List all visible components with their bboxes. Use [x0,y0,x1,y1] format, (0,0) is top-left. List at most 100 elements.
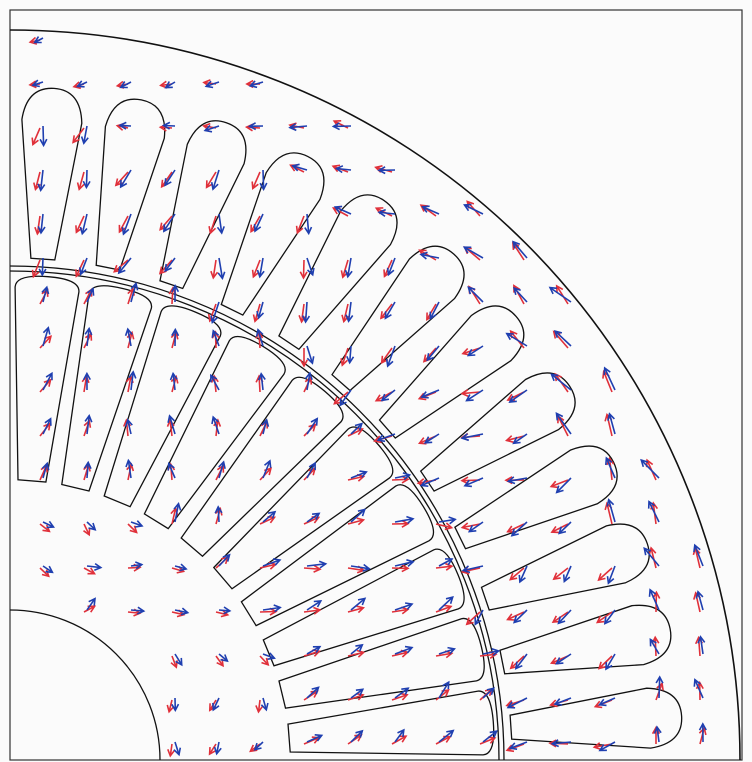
vector-shaft [83,289,93,305]
vector-shaft [506,743,525,752]
flux-vector-b [605,653,616,671]
vector-shaft [81,213,88,234]
flux-vector-b [350,643,364,655]
vector-shaft [438,648,455,655]
vector-head [339,398,347,407]
vector-shaft [306,686,320,699]
vector-head [695,590,704,599]
flux-vector-b [125,458,134,479]
vector-head [697,635,706,644]
vector-shaft [306,563,326,567]
flux-vector-b [37,213,46,235]
vector-shaft [130,609,144,612]
vector-shaft [348,345,352,363]
flux-vector-b [438,680,450,699]
vector-head [216,658,224,668]
vector-head [652,590,661,599]
vector-shaft [435,689,449,701]
flux-vector-b [42,520,56,529]
vector-shaft [42,565,53,573]
vector-head [592,742,602,751]
flux-vector-b [555,653,572,665]
flux-vector-b [512,433,528,445]
vector-shaft [127,328,132,347]
flux-vector-b [385,345,396,368]
vector-head [312,645,322,654]
vector-head [210,373,218,383]
vector-shaft [262,419,268,435]
vector-shaft [163,213,176,232]
vector-shaft [551,523,569,533]
flux-vector-b [394,472,412,481]
flux-vector-b [84,326,93,347]
vector-shaft [391,735,407,745]
vector-shaft [550,479,569,488]
flux-vector-b [171,327,180,347]
vector-head [552,572,561,581]
vector-shaft [262,653,275,659]
vector-head [512,436,521,445]
vector-head [39,138,48,148]
flux-vector-a [39,335,53,349]
vector-shaft [336,167,352,171]
vector-head [357,597,367,606]
vector-shaft [306,462,316,479]
flux-vector-a [208,215,217,235]
flux-vector-b [467,521,484,533]
vector-head [603,366,611,376]
flux-vector-a [303,606,322,615]
flux-vector-b [597,697,616,707]
flux-vector-a [549,479,569,489]
flux-vector-a [83,523,91,537]
vector-shaft [607,499,616,523]
flux-vector-b [647,500,660,523]
flux-vector-b [171,284,180,303]
vector-shaft [252,171,261,189]
vector-shaft [218,213,223,234]
flux-vector-b [253,741,264,751]
vector-head [606,576,615,585]
vector-shaft [347,734,362,745]
vector-shaft [342,259,349,278]
vector-head [346,355,355,365]
vector-head [248,80,258,89]
vector-shaft [386,345,396,367]
flux-vector-a [340,347,349,367]
flux-vector-b [482,687,495,699]
rotor-slot [262,548,465,667]
rotor-slot [240,484,435,627]
vector-head [398,735,408,743]
vector-head [648,546,657,556]
vector-shaft [421,389,440,398]
vector-head [508,395,517,403]
stator-slot [159,120,247,290]
flux-vector-b [514,653,528,670]
flux-vector-b [86,287,95,303]
vector-head [374,394,384,402]
vector-head [401,564,410,573]
flux-vector-a [509,567,525,581]
vector-shaft [259,516,275,525]
vector-head [313,606,322,615]
vector-shaft [83,567,95,575]
vector-shaft [394,603,413,611]
flux-vector-a [303,564,322,573]
vector-shaft [606,503,613,525]
rotor-surface-line [10,270,500,760]
flux-vector-b [218,606,232,615]
vector-shaft [426,303,437,320]
vector-head [210,182,219,191]
vector-head [261,657,270,667]
flux-vector-b [648,588,660,611]
vector-shaft [86,598,96,611]
vector-head [465,394,474,402]
vector-shaft [438,558,453,567]
flux-vector-b [174,607,190,616]
vector-shaft [438,681,450,699]
flux-vector-b [386,257,396,277]
vector-head [693,543,701,553]
vector-head [640,458,649,468]
vector-shaft [513,609,528,623]
vector-head [171,327,180,337]
flux-vector-b [217,257,226,281]
